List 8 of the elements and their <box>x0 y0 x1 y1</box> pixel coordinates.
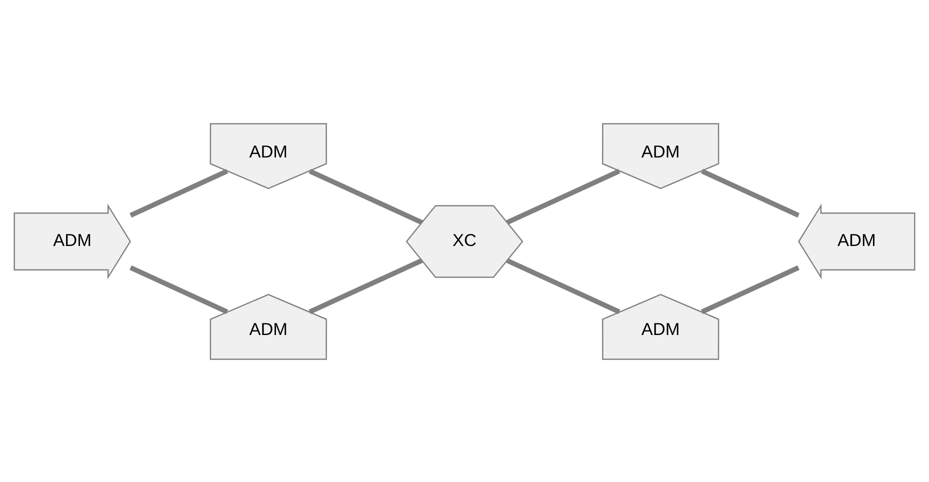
connector <box>700 168 800 218</box>
connector <box>308 258 423 314</box>
connector <box>308 168 423 224</box>
connector <box>130 264 228 314</box>
connector <box>130 168 228 218</box>
connector <box>506 258 620 314</box>
connector <box>506 168 620 224</box>
connector <box>700 264 800 314</box>
